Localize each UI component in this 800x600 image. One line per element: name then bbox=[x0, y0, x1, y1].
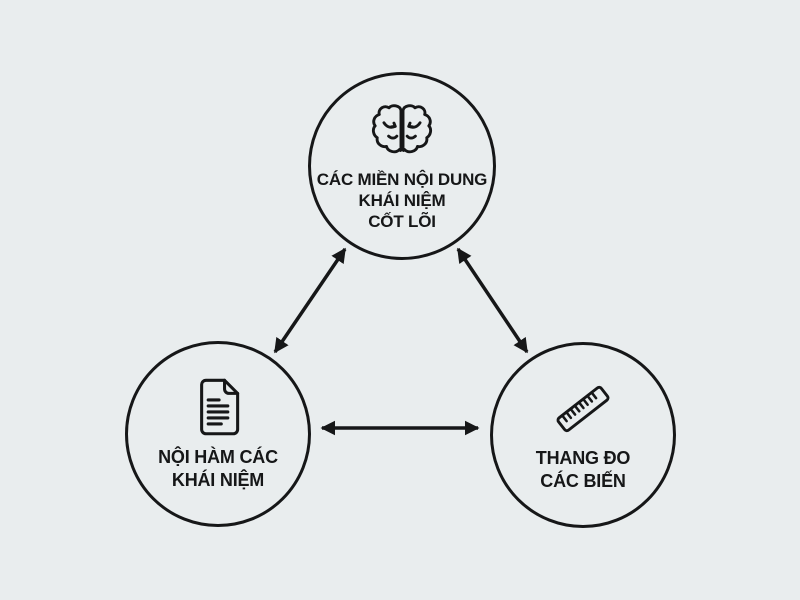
node-variable-scales: THANG ĐO CÁC BIẾN bbox=[490, 342, 676, 528]
node-concept-content: NỘI HÀM CÁC KHÁI NIỆM bbox=[125, 341, 311, 527]
label-line: KHÁI NIỆM bbox=[358, 190, 446, 210]
arrow-top-to-right bbox=[456, 247, 529, 354]
ruler-icon bbox=[551, 377, 615, 441]
label-line: KHÁI NIỆM bbox=[171, 469, 265, 490]
node-label-core-content-domains: CÁC MIỀN NỘI DUNG KHÁI NIỆM CỐT LÕI bbox=[316, 169, 488, 232]
node-label-variable-scales: THANG ĐO CÁC BIẾN bbox=[535, 447, 631, 493]
node-core-content-domains: CÁC MIỀN NỘI DUNG KHÁI NIỆM CỐT LÕI bbox=[308, 72, 496, 260]
node-label-concept-content: NỘI HÀM CÁC KHÁI NIỆM bbox=[158, 446, 278, 492]
label-line: NỘI HÀM CÁC bbox=[158, 446, 278, 467]
label-line: THANG ĐO bbox=[535, 448, 631, 468]
label-line: CÁC MIỀN NỘI DUNG bbox=[316, 169, 488, 189]
arrow-top-to-left bbox=[273, 247, 347, 354]
label-line: CỐT LÕI bbox=[368, 211, 436, 231]
document-icon bbox=[194, 377, 242, 436]
brain-icon bbox=[369, 101, 435, 161]
label-line: CÁC BIẾN bbox=[540, 471, 626, 491]
